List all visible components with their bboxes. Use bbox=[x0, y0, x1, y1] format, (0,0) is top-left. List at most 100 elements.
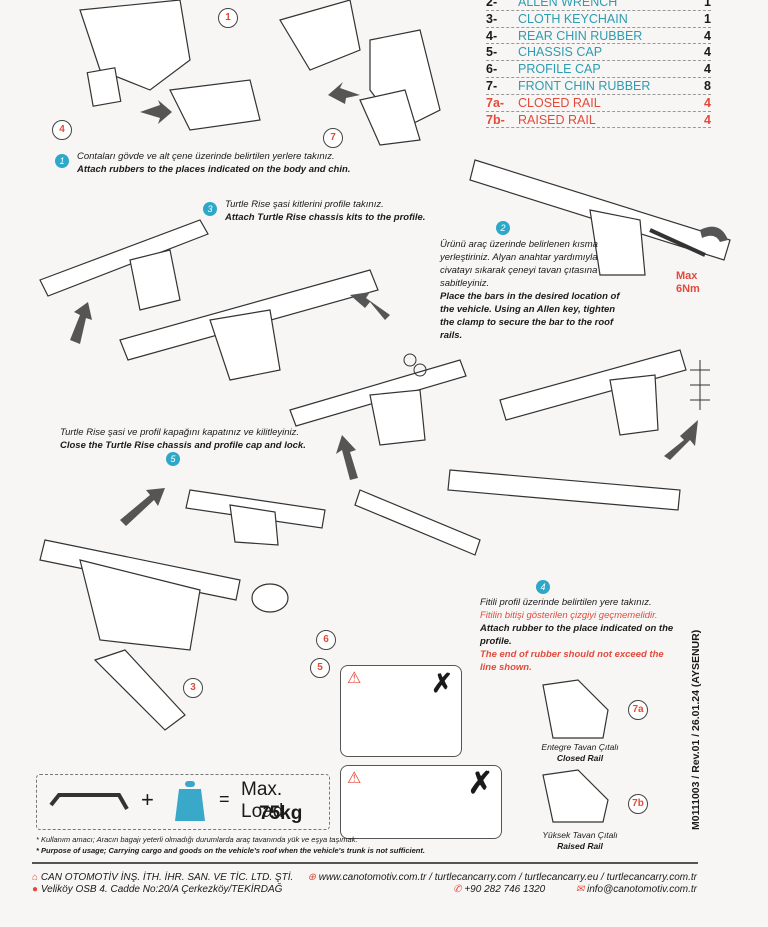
part-label: REAR CHIN RUBBER bbox=[518, 28, 643, 43]
parts-list-row: 3- CLOTH KEYCHAIN 1 bbox=[486, 11, 711, 28]
email-address[interactable]: info@canotomotiv.com.tr bbox=[586, 884, 697, 895]
part-label: CLOTH KEYCHAIN bbox=[518, 11, 628, 26]
globe-icon: ⊕ bbox=[307, 872, 316, 883]
part-label: CLOSED RAIL bbox=[518, 95, 601, 110]
parts-list-row: 6- PROFILE CAP 4 bbox=[486, 61, 711, 78]
raised-rail-illustration bbox=[542, 769, 609, 823]
cross-icon: ✗ bbox=[431, 668, 453, 698]
step-3-tr: Turtle Rise şasi kitlerini profile takın… bbox=[225, 199, 384, 210]
step-4: 4 Fitili profil üzerinde belirtilen yere… bbox=[480, 580, 680, 674]
roof-bar-icon bbox=[49, 793, 129, 810]
step-5-tr: Turtle Rise şasi ve profil kapağını kapa… bbox=[60, 427, 300, 438]
weight-icon bbox=[175, 781, 205, 821]
part-label: ALLEN WRENCH bbox=[518, 0, 618, 9]
raised-rail-tr: Yüksek Tavan Çıtalı bbox=[542, 830, 618, 840]
warning-box-roof: ⚠ ✗ bbox=[340, 765, 502, 839]
callout-1: 1 bbox=[218, 8, 238, 28]
part-qty: 4 bbox=[704, 45, 711, 60]
parts-list: 2- ALLEN WRENCH 1 3- CLOTH KEYCHAIN 1 4- REAR C… bbox=[486, 0, 711, 129]
step4-illustration bbox=[289, 349, 710, 556]
step1-illustration bbox=[79, 0, 441, 146]
part-qty: 4 bbox=[704, 28, 711, 43]
warning-icon: ⚠ bbox=[347, 770, 362, 787]
phone-icon: ✆ bbox=[453, 884, 462, 895]
part-no: 7b- bbox=[486, 112, 505, 127]
part-label: FRONT CHIN RUBBER bbox=[518, 78, 651, 93]
callout-3: 3 bbox=[183, 678, 203, 698]
step-badge: 3 bbox=[203, 202, 217, 216]
part-qty: 8 bbox=[704, 78, 711, 93]
step-1-en: Attach rubbers to the places indicated o… bbox=[77, 164, 351, 175]
parts-list-row: 2- ALLEN WRENCH 1 bbox=[486, 0, 711, 11]
step-4-tr-warning: Fitilin bitişi gösterilen çizgiyi geçmem… bbox=[480, 610, 658, 621]
footer: ⌂ CAN OTOMOTİV İNŞ. İTH. İHR. SAN. VE Tİ… bbox=[32, 862, 698, 895]
part-label: PROFILE CAP bbox=[518, 62, 601, 77]
parts-list-row: 7b- RAISED RAIL 4 bbox=[486, 112, 711, 129]
part-no: 5- bbox=[486, 45, 498, 60]
location-icon: ● bbox=[32, 884, 39, 895]
plus-sign: + bbox=[141, 787, 154, 812]
step-badge: 1 bbox=[55, 154, 69, 168]
company-name: CAN OTOMOTİV İNŞ. İTH. İHR. SAN. VE TİC.… bbox=[40, 872, 294, 883]
warning-icon: ⚠ bbox=[347, 670, 362, 687]
cross-icon: ✗ bbox=[467, 767, 493, 800]
callout-5: 5 bbox=[310, 658, 330, 678]
step3-illustration bbox=[39, 219, 390, 381]
company-address: Veliköy OSB 4. Cadde No:20/A Çerkezköy/T… bbox=[40, 884, 283, 895]
part-qty: 4 bbox=[704, 62, 711, 77]
callout-4: 4 bbox=[52, 120, 72, 140]
part-no: 7a- bbox=[486, 95, 505, 110]
part-no: 2- bbox=[486, 0, 498, 9]
revision-code: M0111003 / Rev.01 / 26.01.24 (AYSENUR) bbox=[690, 629, 702, 830]
warning-box-rail: ⚠ ✗ bbox=[340, 665, 462, 757]
part-qty: 1 bbox=[704, 11, 711, 26]
step-2-tr: Ürünü araç üzerinde belirlenen kısma yer… bbox=[440, 239, 598, 289]
callout-7b: 7b bbox=[628, 794, 648, 814]
part-qty: 4 bbox=[704, 95, 711, 110]
phone-number: +90 282 746 1320 bbox=[464, 884, 546, 895]
step-1-tr: Contaları gövde ve alt çene üzerinde bel… bbox=[77, 151, 335, 162]
step-badge: 2 bbox=[496, 221, 510, 235]
part-label: CHASSIS CAP bbox=[518, 45, 603, 60]
step-4-en: Attach rubber to the place indicated on … bbox=[480, 623, 674, 647]
callout-7: 7 bbox=[323, 128, 343, 148]
raised-rail-caption: Yüksek Tavan Çıtalı Raised Rail bbox=[530, 830, 630, 852]
callout-7a: 7a bbox=[628, 700, 648, 720]
raised-rail-en: Raised Rail bbox=[557, 841, 603, 851]
step-badge: 4 bbox=[536, 580, 550, 594]
max-load-label: Max. Load bbox=[241, 779, 284, 822]
website-links[interactable]: www.canotomotiv.com.tr / turtlecancarry.… bbox=[318, 872, 697, 883]
step-4-en-warning: The end of rubber should not exceed the … bbox=[480, 649, 664, 673]
step2-illustration bbox=[469, 159, 731, 276]
step-badge: 5 bbox=[166, 452, 180, 466]
part-qty: 4 bbox=[704, 112, 711, 127]
step-1: 1 Contaları gövde ve alt çene üzerinde b… bbox=[55, 150, 387, 176]
closed-rail-tr: Entegre Tavan Çıtalı bbox=[541, 742, 619, 752]
part-no: 3- bbox=[486, 11, 498, 26]
equals-sign: = bbox=[219, 789, 230, 809]
closed-rail-en: Closed Rail bbox=[556, 753, 604, 763]
step-4-tr: Fitili profil üzerinde belirtilen yere t… bbox=[480, 597, 652, 608]
part-label: RAISED RAIL bbox=[518, 112, 596, 127]
home-icon: ⌂ bbox=[32, 872, 39, 883]
email-icon: ✉ bbox=[575, 884, 585, 895]
step-3-en: Attach Turtle Rise chassis kits to the p… bbox=[225, 212, 426, 223]
step-5: Turtle Rise şasi ve profil kapağını kapa… bbox=[60, 426, 320, 466]
step-3: 3 Turtle Rise şasi kitlerini profile tak… bbox=[203, 198, 445, 224]
max-load-box: + = Max. Load 75kg bbox=[36, 774, 330, 830]
closed-rail-illustration bbox=[542, 679, 609, 739]
part-no: 6- bbox=[486, 62, 498, 77]
step-2-en: Place the bars in the desired location o… bbox=[440, 291, 620, 341]
closed-rail-caption: Entegre Tavan Çıtalı Closed Rail bbox=[530, 742, 630, 764]
part-no: 4- bbox=[486, 28, 498, 43]
step5-illustration bbox=[39, 488, 326, 731]
parts-list-row: 4- REAR CHIN RUBBER 4 bbox=[486, 28, 711, 45]
usage-en: * Purpose of usage; Carrying cargo and g… bbox=[36, 846, 425, 855]
torque-label: Max 6Nm bbox=[676, 270, 700, 295]
parts-list-row: 7a- CLOSED RAIL 4 bbox=[486, 95, 711, 112]
part-qty: 1 bbox=[704, 0, 711, 9]
step-2: 2 Ürünü araç üzerinde belirlenen kısma y… bbox=[440, 221, 620, 342]
max-load-value: 75kg bbox=[259, 803, 303, 824]
usage-tr: * Kullanım amacı; Aracın bagajı yeterli … bbox=[36, 835, 358, 844]
